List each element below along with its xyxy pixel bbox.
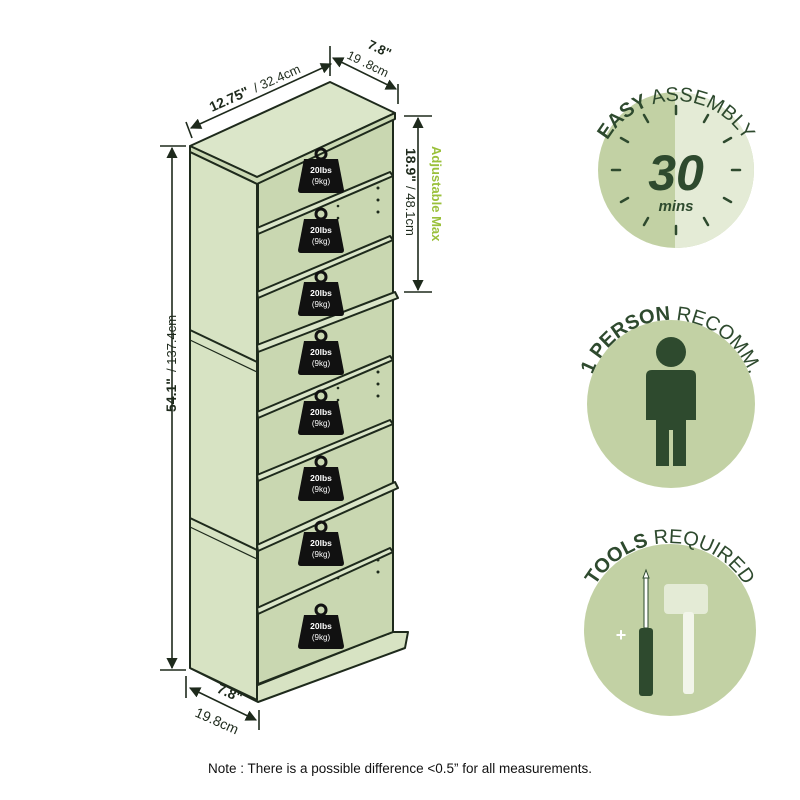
adjustable-max-label: Adjustable Max [429,146,444,242]
height-cm: / 137.4cm [164,315,179,372]
weight-kg: (9kg) [312,550,331,559]
weight-tag: 20lbs (9kg) [298,147,344,193]
hammer-icon [664,584,708,694]
weight-lbs: 20lbs [310,288,332,298]
bookcase-left-side [189,151,258,701]
weight-lbs: 20lbs [310,538,332,548]
clock-ticks-icon [610,104,742,236]
bookcase-illustration [189,81,409,703]
assembly-minutes-unit: mins [658,198,693,215]
assembly-minutes-number: 30 [648,145,704,201]
top-width-cm: / 32.4cm [251,61,303,95]
plus-symbol: + [616,625,627,645]
tools-required-badge: + TOOLS REQUIRED [581,526,759,716]
weight-lbs: 20lbs [310,165,332,175]
weight-kg: (9kg) [312,300,331,309]
weight-tags: 20lbs (9kg) 20lbs (9kg) 20lbs (9kg) 20lbs (9kg)… [298,147,344,649]
adjust-cm: / 48.1cm [403,186,418,236]
weight-tag: 20lbs (9kg) [298,603,344,649]
weight-kg: (9kg) [312,359,331,368]
weight-tag: 20lbs (9kg) [298,207,344,253]
weight-kg: (9kg) [312,237,331,246]
weight-icon [298,282,344,316]
height-inch: 54.1" [163,378,179,412]
screwdriver-icon [639,568,653,696]
weight-kg: (9kg) [312,419,331,428]
weight-tag: 20lbs (9kg) [298,455,344,501]
shelf-pin-holes [336,186,380,580]
weight-tag: 20lbs (9kg) [298,520,344,566]
weight-lbs: 20lbs [310,473,332,483]
weight-tag: 20lbs (9kg) [298,329,344,375]
one-person-badge: 1 PERSON RECOMM. [577,303,765,488]
weight-kg: (9kg) [312,633,331,642]
weight-lbs: 20lbs [310,407,332,417]
weight-tag: 20lbs (9kg) [298,270,344,316]
weight-kg: (9kg) [312,485,331,494]
weight-icon [298,532,344,566]
weight-icon [298,159,344,193]
weight-icon [298,219,344,253]
easy-assembly-badge: 30 mins EASY ASSEMBLY [593,84,759,248]
bookcase-shelves [256,171,399,615]
weight-lbs: 20lbs [310,347,332,357]
weight-icon [298,341,344,375]
weight-icon [298,467,344,501]
dimension-lines [160,46,432,730]
weight-icon [298,615,344,649]
weight-lbs: 20lbs [310,621,332,631]
weight-lbs: 20lbs [310,225,332,235]
person-icon [646,337,696,466]
weight-kg: (9kg) [312,177,331,186]
measurement-note: Note : There is a possible difference <0… [207,761,593,776]
weight-tag: 20lbs (9kg) [298,389,344,435]
weight-icon [298,401,344,435]
adjust-inch: 18.9" [403,148,419,182]
